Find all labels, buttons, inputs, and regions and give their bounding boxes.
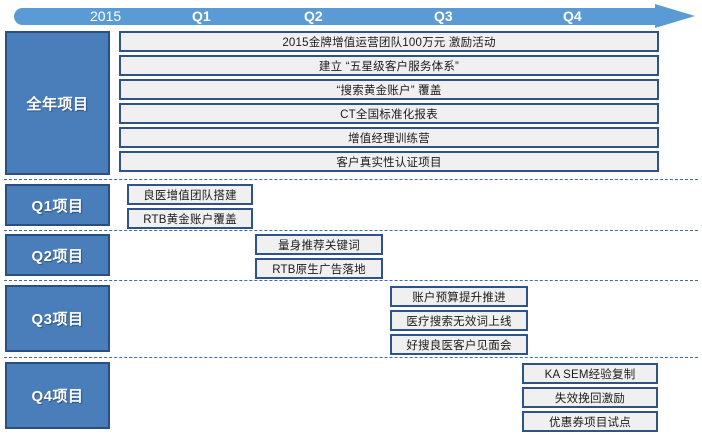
task-label: RTB原生广告落地: [272, 263, 366, 276]
task-box-full-year-5[interactable]: 增值经理训练营: [119, 127, 659, 148]
category-box-q4[interactable]: Q4项目: [5, 362, 110, 429]
task-label: 账户预算提升推进: [412, 291, 506, 304]
category-label: Q1项目: [31, 197, 84, 215]
row-separator-1: [4, 179, 698, 180]
row-separator-2: [4, 230, 698, 231]
task-label: CT全国标准化报表: [340, 108, 438, 121]
timeline-arrow-head-icon: [655, 4, 695, 28]
task-label: 客户真实性认证项目: [336, 156, 442, 169]
row-separator-4: [4, 357, 698, 358]
task-box-q4-2[interactable]: 失效挽回激励: [522, 387, 658, 408]
task-box-full-year-1[interactable]: 2015金牌增值运营团队100万元 激励活动: [119, 31, 659, 52]
timeline-quarter-q2-label: Q2: [304, 8, 323, 24]
task-label: 医疗搜索无效词上线: [406, 315, 512, 328]
category-label: Q4项目: [31, 388, 84, 405]
task-label: “搜索黄金账户” 覆盖: [336, 84, 442, 97]
task-label: KA SEM经验复制: [544, 368, 636, 381]
task-box-q2-1[interactable]: 量身推荐关键词: [255, 234, 383, 255]
task-label: RTB黄金账户覆盖: [143, 213, 237, 226]
timeline-quarter-q4-label: Q4: [563, 8, 582, 24]
task-box-q4-1[interactable]: KA SEM经验复制: [522, 363, 658, 384]
timeline-year-label: 2015: [90, 8, 122, 24]
timeline-quarter-q3-label: Q3: [434, 8, 453, 24]
category-box-q3[interactable]: Q3项目: [5, 285, 110, 352]
task-label: 好搜良医客户见面会: [406, 339, 512, 352]
category-label: Q3项目: [31, 311, 84, 328]
task-label: 良医增值团队搭建: [143, 189, 237, 202]
task-label: 2015金牌增值运营团队100万元 激励活动: [282, 36, 496, 49]
task-box-q1-1[interactable]: 良医增值团队搭建: [127, 184, 253, 205]
task-box-q2-2[interactable]: RTB原生广告落地: [255, 258, 383, 279]
task-box-q1-2[interactable]: RTB黄金账户覆盖: [127, 208, 253, 229]
task-box-full-year-4[interactable]: CT全国标准化报表: [119, 103, 659, 124]
task-label: 建立 “五星级客户服务体系”: [318, 60, 460, 73]
task-box-full-year-2[interactable]: 建立 “五星级客户服务体系”: [119, 55, 659, 76]
task-label: 失效挽回激励: [554, 392, 626, 405]
row-separator-3: [4, 280, 698, 281]
timeline-arrow-banner: 2015 Q1 Q2 Q3 Q4: [14, 4, 695, 29]
task-label: 增值经理训练营: [348, 132, 430, 145]
task-box-full-year-3[interactable]: “搜索黄金账户” 覆盖: [119, 79, 659, 100]
task-box-q4-3[interactable]: 优惠券项目试点: [522, 411, 658, 432]
task-box-q3-3[interactable]: 好搜良医客户见面会: [390, 334, 528, 355]
timeline-arrow-shaft: [14, 8, 659, 25]
category-box-q1[interactable]: Q1项目: [5, 184, 110, 226]
category-label: Q2项目: [31, 247, 84, 265]
task-box-q3-1[interactable]: 账户预算提升推进: [390, 286, 528, 307]
task-label: 量身推荐关键词: [278, 239, 360, 252]
task-label: 优惠券项目试点: [549, 416, 631, 429]
task-box-q3-2[interactable]: 医疗搜索无效词上线: [390, 310, 528, 331]
category-box-q2[interactable]: Q2项目: [5, 234, 110, 276]
timeline-quarter-q1-label: Q1: [192, 8, 211, 24]
category-label: 全年项目: [26, 95, 89, 113]
task-box-full-year-6[interactable]: 客户真实性认证项目: [119, 151, 659, 172]
category-box-full-year[interactable]: 全年项目: [5, 31, 110, 175]
